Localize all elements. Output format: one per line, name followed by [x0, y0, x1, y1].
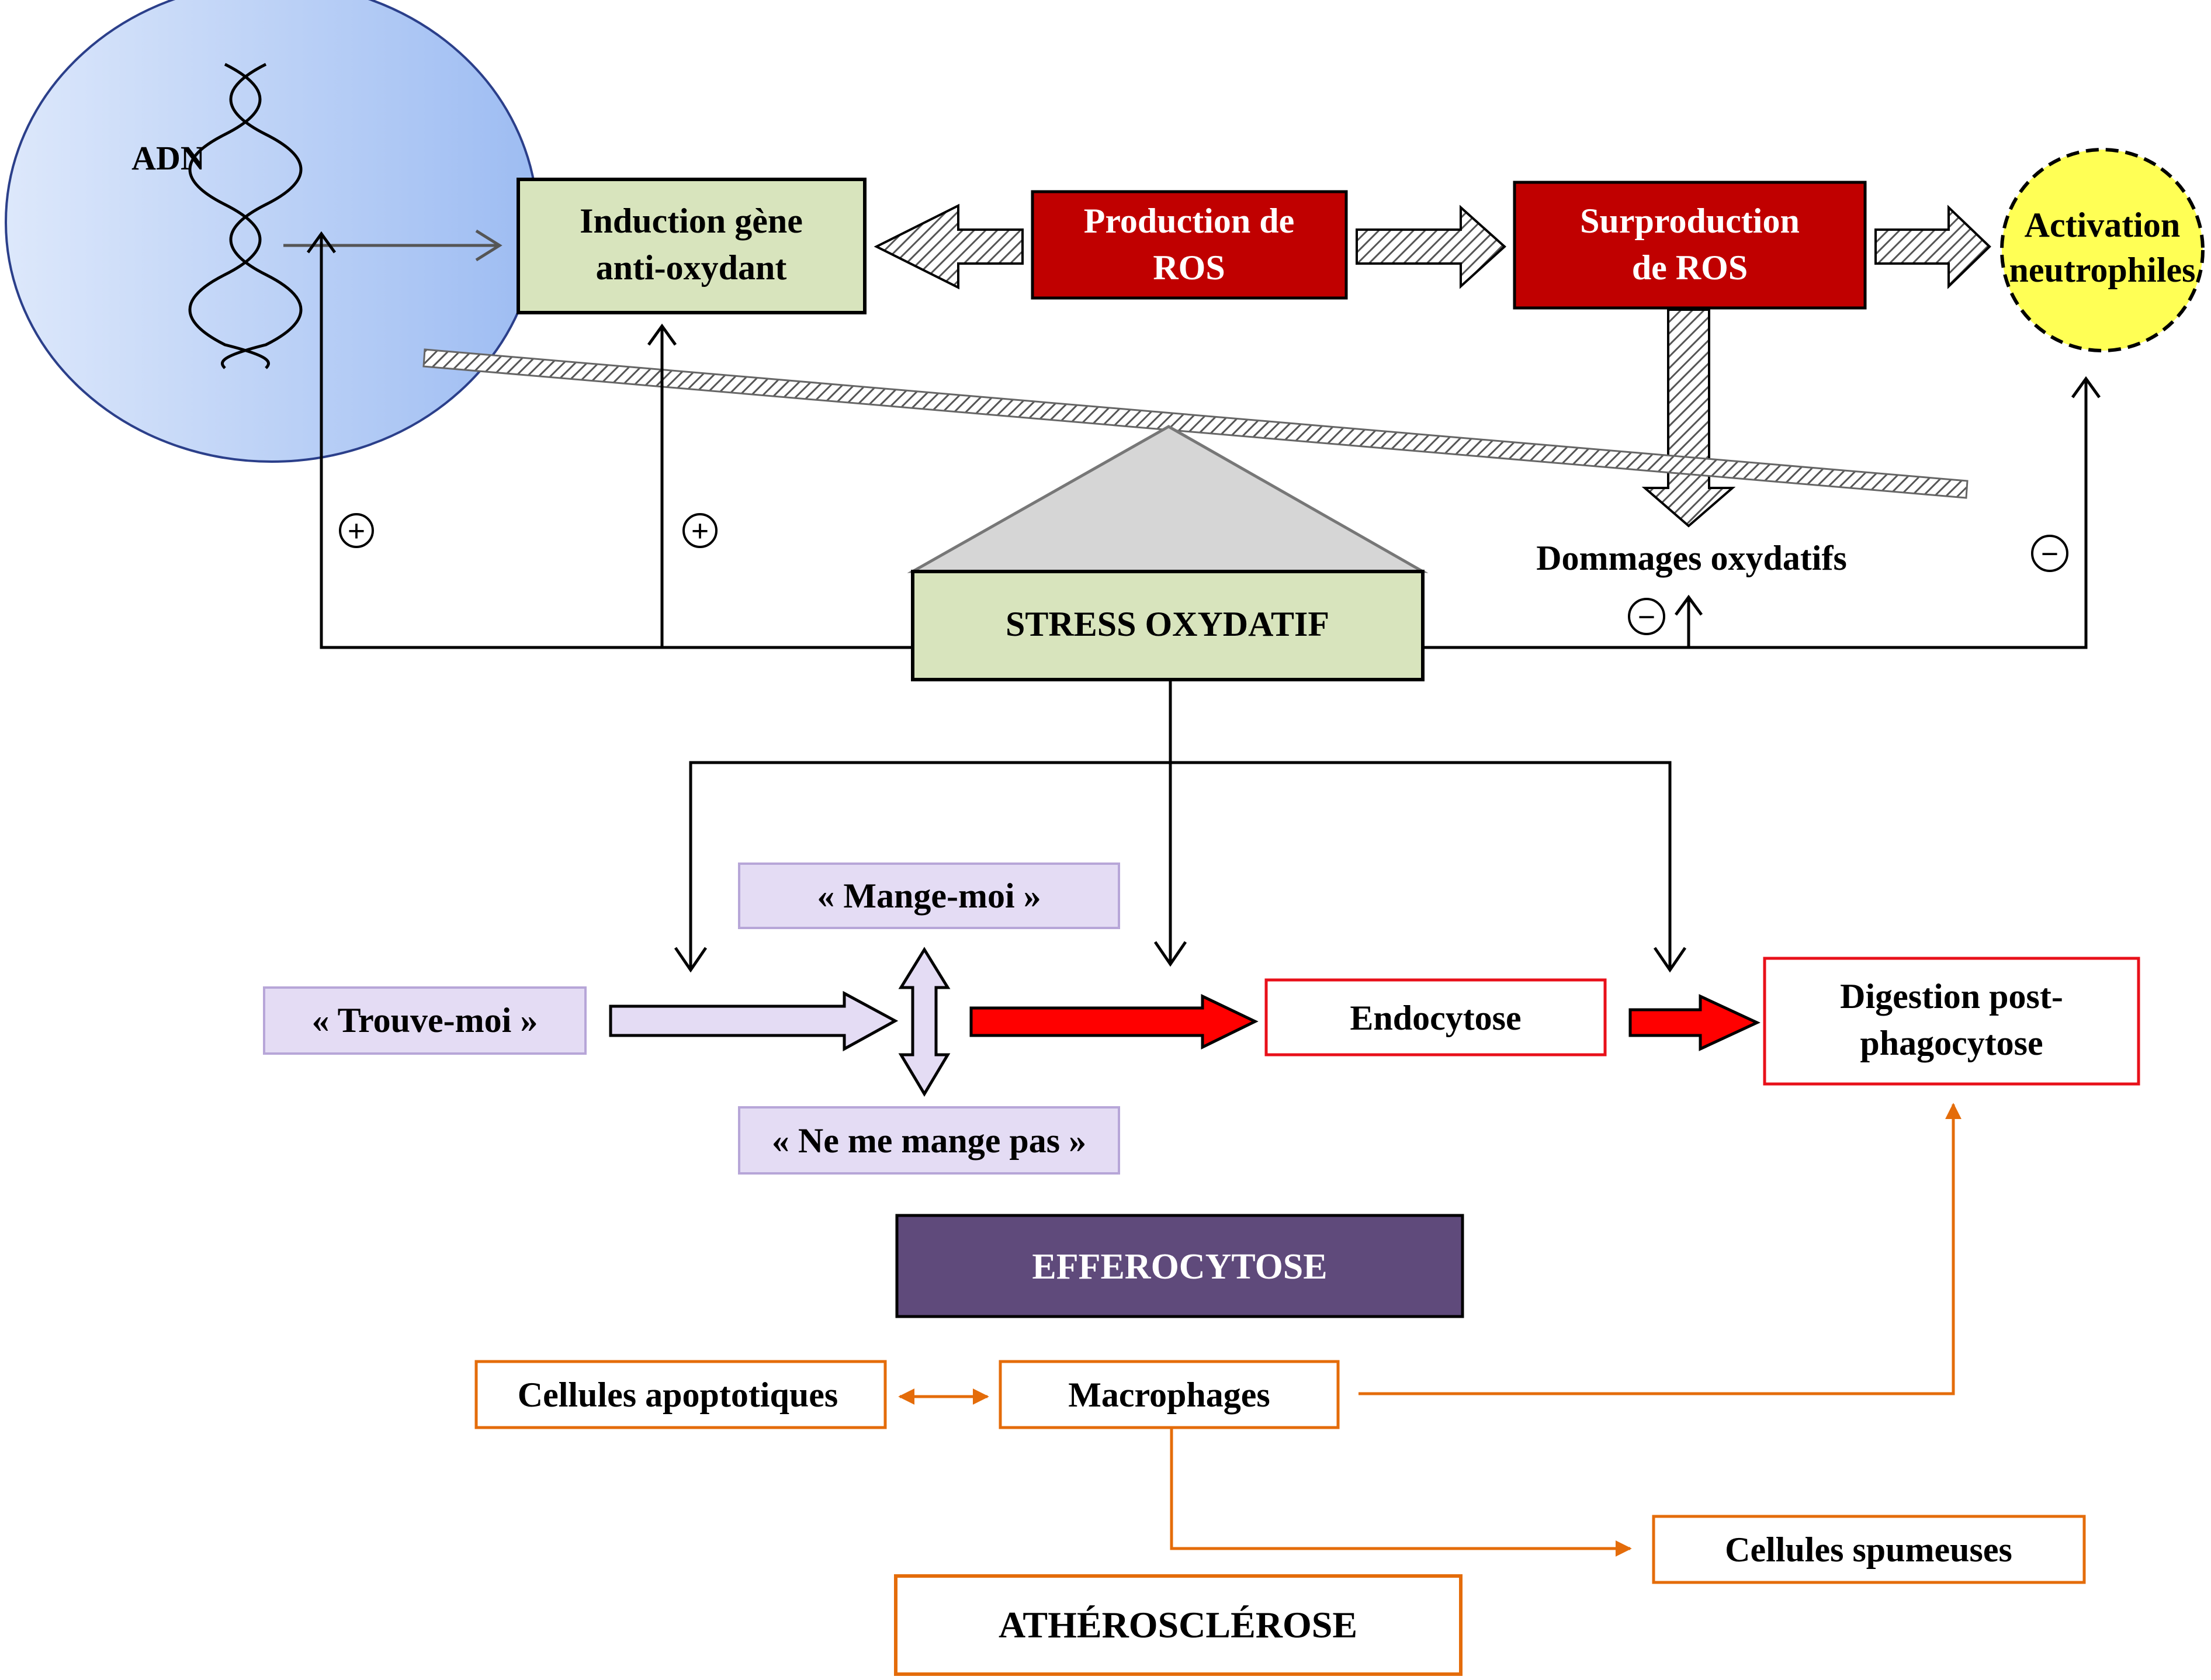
svg-text:+: +	[348, 514, 366, 549]
ros-overproduction-line-2: de ROS	[1632, 248, 1748, 287]
atherosclerosis-label: ATHÉROSCLÉROSE	[999, 1604, 1357, 1646]
hatched-arrow-to-damage	[1641, 309, 1736, 528]
ros-production-line-2: ROS	[1153, 248, 1225, 287]
macrophage-to-digestion-line	[1359, 1103, 1962, 1395]
foam-cells-box	[1652, 1515, 2086, 1584]
oxidative-stress-box	[911, 570, 1425, 681]
induction-line-2: anti-oxydant	[596, 248, 787, 287]
dna-helix-icon	[188, 63, 303, 369]
eat-me-double-arrow	[898, 947, 951, 1097]
macrophage-to-foam-cells-line	[1170, 1429, 1632, 1557]
minus-sign-icon: −	[2031, 535, 2068, 572]
ros-production-box	[1031, 190, 1348, 300]
macrophages-label: Macrophages	[1068, 1376, 1270, 1414]
plus-sign-icon: +	[682, 513, 718, 549]
dna-label: ADN	[131, 139, 205, 177]
apoptotic-cells-label: Cellules apoptotiques	[518, 1376, 838, 1414]
dont-eat-me-label: « Ne me mange pas »	[772, 1121, 1086, 1160]
apoptotic-cells-box	[474, 1360, 887, 1429]
efferocytosis-banner	[895, 1214, 1464, 1318]
seesaw-beam	[422, 348, 1969, 499]
dont-eat-me-box	[738, 1106, 1120, 1175]
seesaw-fulcrum	[907, 425, 1429, 573]
atherosclerosis-box	[894, 1574, 1463, 1676]
induction-box	[517, 178, 867, 314]
svg-text:−: −	[2041, 536, 2059, 571]
red-arrow-to-endocytosis	[969, 994, 1259, 1050]
eat-me-label: « Mange-moi »	[817, 877, 1041, 915]
feedback-lines	[306, 231, 2101, 973]
find-me-label: « Trouve-moi »	[312, 1001, 538, 1040]
find-me-box	[263, 986, 587, 1055]
neutrophil-activation-line-2: neutrophiles	[2009, 251, 2196, 289]
neutrophil-activation-circle	[2000, 148, 2205, 352]
ros-overproduction-box	[1513, 181, 1867, 310]
oxidative-stress-label: STRESS OXYDATIF	[1006, 605, 1329, 643]
endocytosis-box	[1264, 978, 1607, 1057]
find-me-arrow	[609, 990, 899, 1052]
svg-text:−: −	[1638, 600, 1656, 635]
neutrophil-activation-line-1: Activation	[2025, 206, 2181, 244]
eat-me-box	[738, 862, 1120, 929]
efferocytosis-label: EFFEROCYTOSE	[1032, 1247, 1327, 1287]
hatched-arrow-to-induction	[874, 203, 1024, 290]
minus-sign-icon: −	[1628, 598, 1665, 635]
digestion-box	[1763, 957, 2140, 1086]
hatched-arrow-to-surproduction	[1356, 205, 1506, 289]
svg-text:+: +	[691, 514, 709, 549]
dna-arrow-head	[475, 229, 503, 262]
oxidative-damage-label: Dommages oxydatifs	[1536, 539, 1847, 577]
ros-production-line-1: Production de	[1084, 202, 1295, 240]
plus-sign-icon: +	[339, 513, 374, 549]
endocytosis-label: Endocytose	[1350, 999, 1521, 1037]
nucleus	[5, 0, 539, 463]
hatched-arrow-to-activation	[1874, 205, 1991, 289]
digestion-line-1: Digestion post-	[1840, 977, 2063, 1016]
foam-cells-label: Cellules spumeuses	[1725, 1530, 2012, 1569]
red-arrow-to-digestion	[1628, 994, 1761, 1051]
induction-line-1: Induction gène	[580, 202, 803, 240]
ros-overproduction-line-1: Surproduction	[1580, 202, 1800, 240]
digestion-line-2: phagocytose	[1860, 1024, 2043, 1062]
macrophages-box	[999, 1360, 1340, 1429]
